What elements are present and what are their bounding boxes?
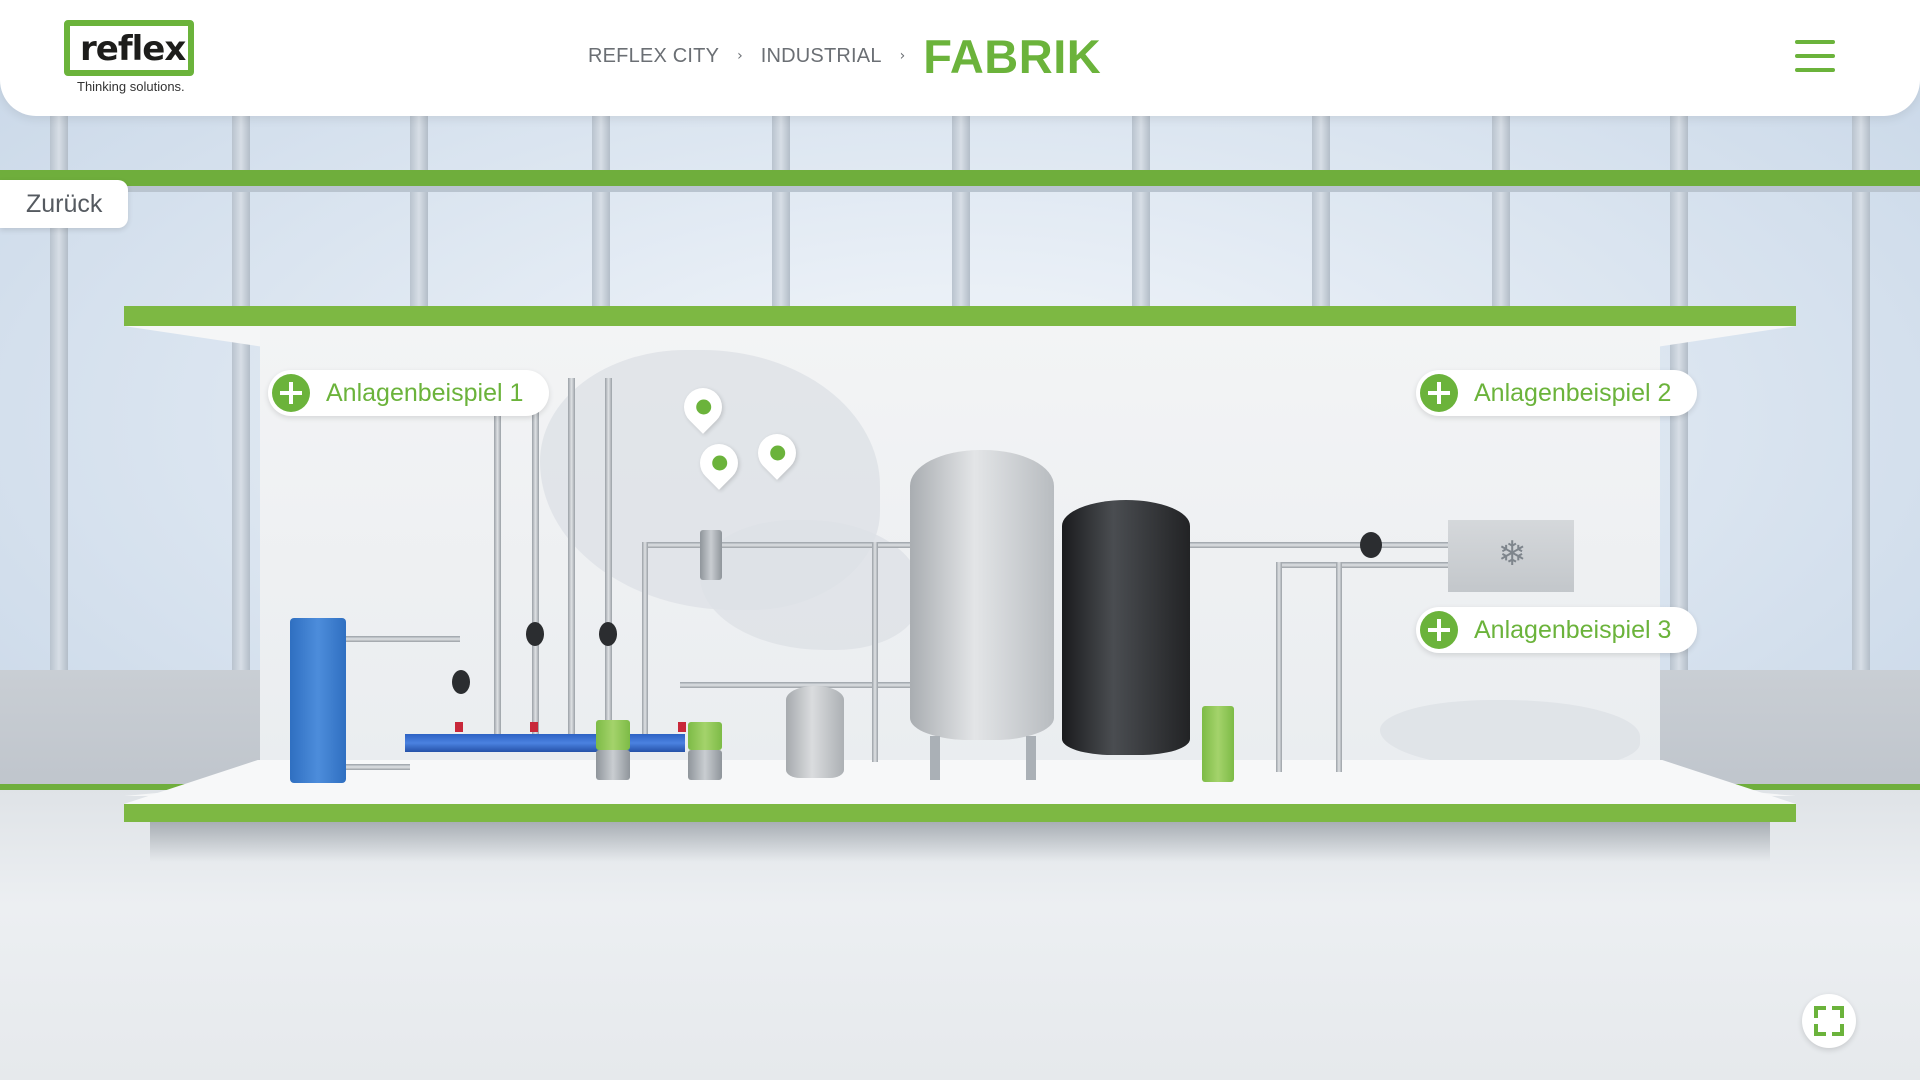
pump-unit: [596, 720, 630, 750]
platform-shadow: [150, 822, 1770, 862]
window-rail: [0, 170, 1920, 186]
manifold-valve-red: [678, 722, 686, 732]
hotspot-anlagenbeispiel-1[interactable]: Anlagenbeispiel 1: [268, 370, 550, 416]
window-mullion: [1852, 110, 1870, 670]
pipe: [340, 764, 410, 770]
window-mullion: [50, 110, 68, 670]
top-header: reflex Thinking solutions. REFLEX CITY ›…: [0, 0, 1920, 116]
ground: [0, 790, 1920, 1080]
buffer-tank: [1062, 500, 1190, 755]
pipe: [1336, 562, 1342, 772]
hotspot-label: Anlagenbeispiel 2: [1474, 379, 1672, 407]
chevron-right-icon: ›: [899, 48, 906, 64]
platform-top-edge: [124, 306, 1796, 326]
pump-unit-base: [596, 750, 630, 780]
valve: [452, 670, 470, 694]
pipe: [532, 378, 539, 734]
deaerator: [700, 530, 722, 580]
cooling-unit: [1448, 520, 1574, 592]
pipe: [642, 542, 648, 737]
control-unit: [1202, 706, 1234, 782]
pipe: [494, 415, 501, 735]
pump-unit: [688, 722, 722, 750]
valve: [599, 622, 617, 646]
world-map-shape: [700, 520, 920, 650]
breadcrumb-item-industrial[interactable]: INDUSTRIAL: [760, 44, 882, 67]
manifold-valve-red: [530, 722, 538, 732]
expansion-vessel: [910, 450, 1054, 740]
page-title: FABRIK: [923, 29, 1102, 83]
hamburger-icon[interactable]: [1795, 40, 1835, 74]
snowflake-icon: ❄: [1497, 534, 1527, 574]
pump-unit-base: [688, 750, 722, 780]
chevron-right-icon: ›: [737, 48, 743, 64]
pipe: [1190, 542, 1450, 548]
tank-leg: [1026, 736, 1036, 780]
fullscreen-icon[interactable]: [1802, 994, 1856, 1048]
world-map-shape: [1380, 700, 1640, 770]
pipe: [1280, 562, 1450, 568]
breadcrumb: REFLEX CITY › INDUSTRIAL › FABRIK: [588, 29, 1102, 83]
window-rail-shadow: [0, 186, 1920, 192]
manifold-valve-red: [455, 722, 463, 732]
reflex-logo[interactable]: reflex: [64, 20, 194, 76]
pipe: [605, 378, 612, 734]
valve: [526, 622, 544, 646]
heat-exchanger: [290, 618, 346, 783]
floor-stripe: [0, 784, 300, 792]
platform-front-edge: [124, 804, 1796, 822]
hotspot-label: Anlagenbeispiel 3: [1474, 616, 1672, 644]
pipe: [1276, 562, 1282, 772]
distribution-manifold: [405, 734, 685, 752]
breadcrumb-item-reflex-city[interactable]: REFLEX CITY: [588, 44, 720, 67]
pipe: [642, 542, 912, 548]
tank-leg: [930, 736, 940, 780]
back-button[interactable]: Zurück: [0, 180, 128, 228]
plus-icon: [272, 374, 310, 412]
logo-tagline: Thinking solutions.: [77, 79, 185, 94]
pipe: [340, 636, 460, 642]
valve: [1360, 532, 1382, 558]
plus-icon: [1420, 374, 1458, 412]
logo-wordmark: reflex: [80, 29, 186, 69]
pipe: [568, 378, 575, 734]
hotspot-anlagenbeispiel-3[interactable]: Anlagenbeispiel 3: [1416, 607, 1698, 653]
small-tank: [786, 686, 844, 778]
plus-icon: [1420, 611, 1458, 649]
pipe: [680, 682, 912, 688]
window-mullion: [232, 110, 250, 670]
floor-stripe: [1620, 784, 1920, 792]
pipe: [872, 542, 878, 762]
hotspot-anlagenbeispiel-2[interactable]: Anlagenbeispiel 2: [1416, 370, 1698, 416]
hotspot-label: Anlagenbeispiel 1: [326, 379, 524, 407]
